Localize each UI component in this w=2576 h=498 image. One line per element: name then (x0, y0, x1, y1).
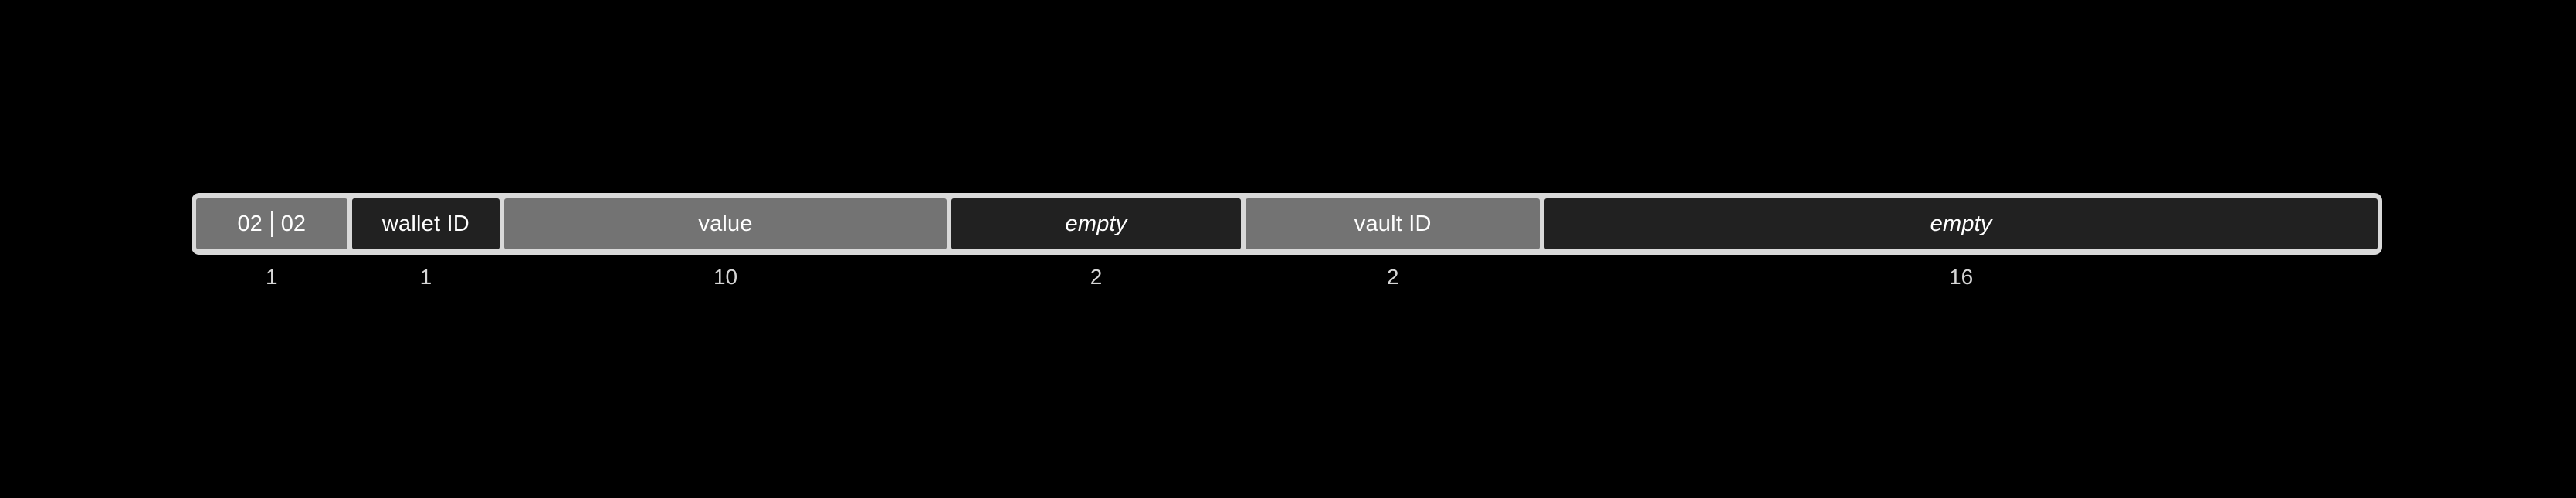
field-label-version-split: 02 02 (229, 211, 315, 237)
byte-size-value: 10 (713, 265, 738, 289)
field-label-version-second: 02 (280, 211, 307, 236)
byte-size-version: 1 (266, 265, 278, 289)
field-segment-version[interactable]: 02 02 (196, 198, 347, 249)
field-label-value: value (698, 211, 753, 236)
field-label-empty-2: empty (1930, 211, 1992, 236)
byte-size-cell-empty-2: 16 (1544, 265, 2378, 290)
byte-size-empty-1: 2 (1090, 265, 1103, 289)
field-segment-empty-2[interactable]: empty (1544, 198, 2378, 249)
field-label-wallet-id: wallet ID (381, 211, 469, 236)
byte-size-label-row: 1 1 10 2 2 16 (192, 265, 2382, 300)
field-segment-vault-id[interactable]: vault ID (1246, 198, 1541, 249)
byte-size-cell-value: 10 (504, 265, 947, 290)
byte-size-wallet-id: 1 (419, 265, 432, 289)
field-segment-wallet-id[interactable]: wallet ID (351, 198, 500, 249)
field-label-version-first: 02 (237, 211, 263, 236)
field-label-vault-id: vault ID (1354, 211, 1432, 236)
byte-size-cell-version: 1 (196, 265, 347, 290)
byte-size-cell-vault-id: 2 (1246, 265, 1540, 290)
field-segment-value[interactable]: value (504, 198, 947, 249)
field-label-empty-1: empty (1065, 211, 1127, 236)
byte-size-cell-wallet-id: 1 (352, 265, 500, 290)
byte-size-cell-empty-1: 2 (951, 265, 1241, 290)
field-label-version-divider-icon (270, 211, 273, 237)
byte-layout-strip: 02 02 wallet ID value empty vault ID emp… (192, 193, 2382, 255)
byte-size-empty-2: 16 (1949, 265, 1974, 289)
field-segment-empty-1[interactable]: empty (951, 198, 1242, 249)
byte-size-vault-id: 2 (1386, 265, 1399, 289)
